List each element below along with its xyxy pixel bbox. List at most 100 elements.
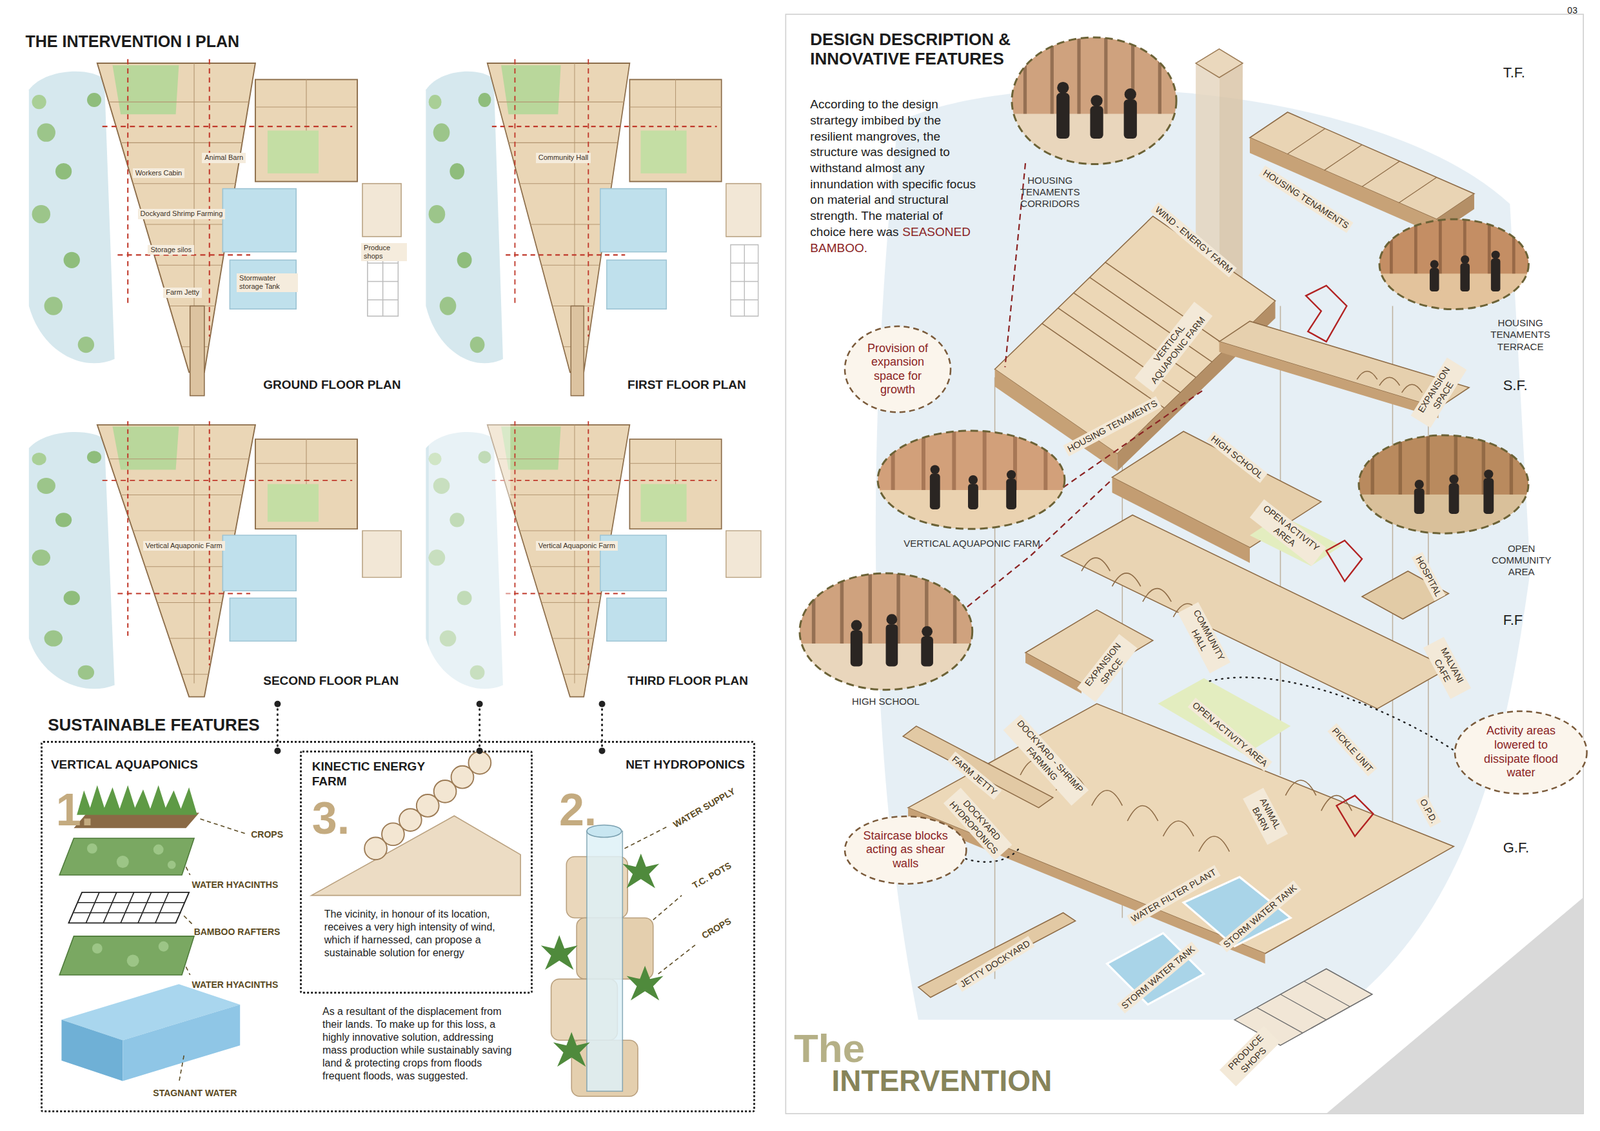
aquaponics-layers	[92, 943, 103, 954]
photo-ellipse	[875, 428, 1067, 531]
axonometric-drawing	[1209, 677, 1453, 751]
photo-vignette: HIGH SCHOOL	[797, 571, 975, 711]
feature-text: The vicinity, in honour of its location,…	[324, 908, 519, 960]
space-label: OPEN ACTIVITY AREA	[1187, 697, 1272, 772]
section-heading-slot: DESIGN DESCRIPTION & INNOVATIVE FEATURES	[809, 30, 1037, 70]
feature-heading: NET HYDROPONICS	[625, 757, 745, 772]
hydroponic-tower	[541, 853, 664, 1068]
page-title-slot: THE INTERVENTION I PLAN	[25, 31, 240, 52]
dotted-connector	[601, 704, 603, 752]
hydroponic-tower	[624, 826, 669, 849]
space-label: HOSPITAL	[1411, 552, 1446, 602]
aquaponics-layers	[122, 1004, 240, 1082]
feature-text-slot: 1.	[56, 787, 94, 833]
room-label: Vertical Aquaponic Farm	[143, 541, 226, 551]
axonometric-drawing	[1326, 540, 1363, 582]
axonometric-drawing	[1280, 994, 1326, 1021]
photo-ellipse	[1483, 478, 1495, 514]
feature-heading: SUSTAINABLE FEATURES	[47, 715, 260, 736]
illustration	[29, 421, 402, 697]
axonometric-drawing	[1025, 652, 1082, 694]
layer-label: WATER SUPPLY	[671, 786, 738, 831]
photo-ellipse	[1414, 479, 1424, 489]
board-title: The	[793, 1028, 865, 1069]
aquaponics-layers	[73, 912, 181, 914]
floor-tag: G.F.	[1503, 839, 1530, 858]
space-label-slot: STORM WATER TANK	[1218, 880, 1302, 953]
section-heading: DESIGN DESCRIPTION & INNOVATIVE FEATURES	[809, 30, 1037, 70]
photo-ellipse	[1377, 217, 1531, 312]
photo-ellipse	[890, 428, 895, 491]
photo-ellipse	[1512, 217, 1516, 274]
callout-text-slot: Activity areas lowered to dissipate floo…	[1474, 724, 1569, 780]
photo-ellipse	[797, 571, 975, 692]
photo-ellipse	[1358, 435, 1529, 534]
space-label-slot: EXPANSION SPACE	[1076, 633, 1138, 703]
feature-heading: THIRD FLOOR PLAN	[627, 673, 749, 689]
photo-ellipse	[1491, 250, 1501, 260]
axonometric-drawing	[1104, 261, 1228, 347]
photo-caption-slot: HIGH SCHOOL	[839, 695, 934, 708]
illustration	[425, 59, 761, 373]
dotted-connector	[274, 701, 281, 755]
axonometric-drawing	[1362, 161, 1401, 188]
aquaponics-layers	[185, 966, 190, 976]
photo-ellipse	[951, 428, 956, 491]
feature-heading-slot: VERTICAL AQUAPONICS	[50, 757, 198, 772]
feature-box: KINECTIC ENERGY FARM3.The vicinity, in h…	[299, 750, 533, 994]
photo-ellipse	[1356, 494, 1531, 536]
plan-panel: THIRD FLOOR PLAN	[423, 423, 766, 705]
space-label: O.P.D.	[1415, 794, 1441, 829]
features-frame: SUSTAINABLE FEATURESVERTICAL AQUAPONICS1…	[40, 740, 756, 1113]
photo-ellipse	[797, 571, 975, 692]
feature-heading: GROUND FLOOR PLAN	[263, 377, 401, 393]
photo-vignette: OPEN COMMUNITY AREA	[1356, 433, 1559, 581]
photo-ellipse	[1158, 35, 1162, 115]
space-label-slot: WIND - ENERGY FARM	[1150, 201, 1237, 278]
floor-tag: T.F.	[1503, 64, 1526, 82]
photo-ellipse	[811, 571, 816, 644]
hydroponic-tower	[541, 825, 696, 1097]
axonometric-drawing	[1041, 261, 1228, 408]
axonometric-drawing	[1287, 128, 1437, 203]
space-label: PRODUCE SHOPS	[1219, 1026, 1281, 1087]
layer-label-slot: BAMBOO RAFTERS	[194, 926, 281, 938]
aquaponics-layers	[120, 892, 135, 923]
photo-ellipse	[1043, 428, 1048, 491]
axonometric-drawing	[1063, 389, 1205, 488]
space-label-slot: VERTICAL AQUAPONIC FARM	[1134, 301, 1213, 393]
plan-panel: SECOND FLOOR PLAN	[30, 423, 408, 705]
photo-ellipse	[886, 624, 899, 667]
space-label-slot: O.P.D.	[1415, 794, 1441, 829]
photo-ellipse	[1124, 88, 1137, 100]
space-label-slot: OPEN ACTIVITY AREA	[1187, 697, 1272, 772]
photo-ellipse	[1449, 483, 1460, 514]
space-label-slot: HIGH SCHOOL	[1205, 431, 1268, 484]
dotted-connector	[276, 704, 279, 752]
feature-heading-slot: SECOND FLOOR PLAN	[263, 673, 399, 689]
room-label-slot: Vertical Aquaponic Farm	[535, 541, 618, 551]
photo-ellipse	[1124, 99, 1137, 140]
space-label: OPEN ACTIVITY AREA	[1249, 499, 1326, 567]
photo-ellipse	[851, 620, 863, 632]
axonometric-drawing	[1256, 981, 1350, 1034]
wind-farm-sketch	[468, 751, 491, 775]
space-label: DOCKYARD - SHRIMP FARMING	[1002, 714, 1089, 807]
feature-heading-slot: FIRST FLOOR PLAN	[627, 377, 747, 393]
description-paragraph: According to the design strartegy imbibe…	[809, 96, 979, 257]
dotted-connector	[274, 701, 281, 708]
feature-text-slot: 3.	[312, 795, 350, 841]
space-label-slot: PRODUCE SHOPS	[1219, 1026, 1281, 1087]
layer-label-slot: WATER HYACINTHS	[191, 879, 278, 891]
dotted-connector	[599, 701, 606, 755]
aquaponics-layers	[167, 860, 177, 870]
space-label: COMMUNITY HALL	[1177, 602, 1231, 674]
room-label-slot: Dockyard Shrimp Farming	[138, 208, 226, 219]
axonometric-drawing	[908, 808, 1266, 965]
callout-ellipse: Provision of expansion space for growth	[842, 324, 953, 415]
aquaponics-layers	[85, 892, 100, 923]
photo-ellipse	[1379, 219, 1529, 310]
room-label: Stormwater storage Tank	[236, 273, 298, 293]
photo-caption: OPEN COMMUNITY AREA	[1485, 543, 1558, 579]
photo-ellipse	[1006, 478, 1017, 509]
